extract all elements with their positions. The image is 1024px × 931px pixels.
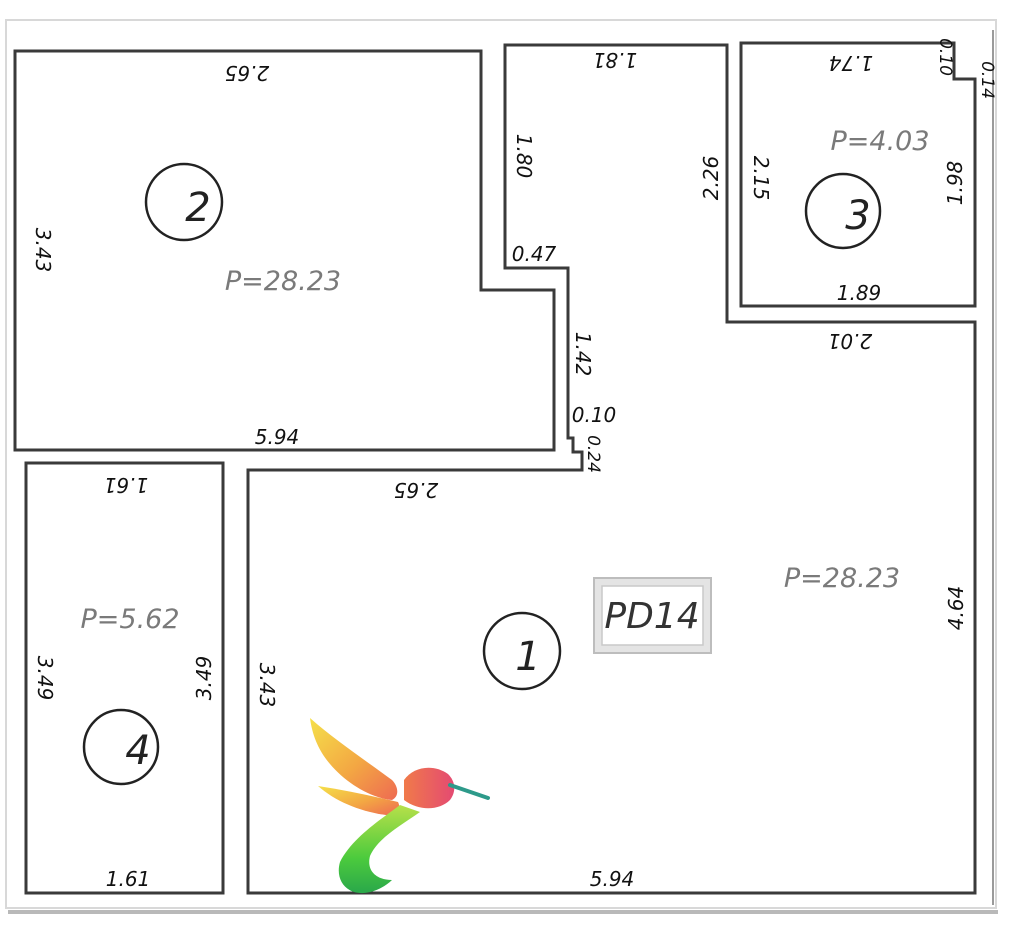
- room-4-dim-top: 1.61: [104, 473, 149, 497]
- room-3-area: P=4.03: [830, 126, 929, 157]
- room-4-dim-right: 3.49: [192, 656, 216, 701]
- paper-edge: [5, 19, 997, 909]
- room-3-dim-right: 1.98: [943, 161, 967, 206]
- room-2-dim-top: 2.65: [225, 61, 270, 85]
- room-4-dim-bottom: 1.61: [106, 867, 151, 891]
- room-3-dim-left: 2.15: [749, 156, 773, 201]
- room-3-dim-top: 1.74: [829, 51, 874, 75]
- room-2-walls: [13, 49, 556, 452]
- room-3-dim-notch-a: 0.10: [935, 38, 955, 76]
- corridor-dim-step-c: 0.10: [572, 403, 617, 427]
- room-4-number-circle: [82, 708, 160, 786]
- corridor-dim-step-d: 0.24: [583, 435, 603, 473]
- room-3-number-circle: [804, 172, 882, 250]
- room-3-walls: [739, 41, 977, 308]
- plan-code-box-inner: [601, 585, 704, 646]
- plan-code: PD14: [604, 596, 699, 637]
- logo-wing-upper: [310, 718, 398, 800]
- corridor-dim-step-b: 1.42: [571, 332, 595, 377]
- corridor-dim-left: 1.80: [512, 134, 536, 179]
- room-1-dim-left: 3.43: [255, 663, 279, 708]
- room-1-area: P=28.23: [784, 563, 900, 594]
- corridor-dim-top: 1.81: [593, 48, 638, 72]
- room-3-dim-bottom: 1.89: [837, 281, 882, 305]
- corridor-dim-right: 2.26: [699, 156, 723, 201]
- logo-head: [404, 767, 455, 809]
- room-1-dim-upper-top: 2.01: [828, 329, 873, 353]
- room-2-dim-left: 3.43: [31, 228, 55, 273]
- room-4-dim-left: 3.49: [33, 656, 57, 701]
- logo-beak: [448, 783, 490, 800]
- room-2-number-circle: [144, 162, 224, 242]
- room-2-dim-bottom: 5.94: [255, 425, 300, 449]
- corridor-dim-step-a: 0.47: [512, 242, 557, 266]
- room-1-number: 1: [515, 634, 540, 680]
- room-1-walls: [246, 43, 977, 895]
- room-2-area: P=28.23: [225, 266, 341, 297]
- room-2-number: 2: [185, 185, 210, 231]
- room-1-number-circle: [482, 611, 562, 691]
- room-3-dim-notch-b: 0.14: [977, 61, 997, 99]
- room-1-dim-bottom: 5.94: [590, 867, 635, 891]
- logo-wing-lower: [318, 786, 400, 816]
- room-3-number: 3: [845, 193, 870, 239]
- logo-tail: [338, 805, 420, 894]
- room-1-dim-right: 4.64: [944, 586, 968, 631]
- hummingbird-logo: [310, 718, 490, 894]
- room-1-dim-top: 2.65: [394, 478, 439, 502]
- room-4-area: P=5.62: [80, 604, 179, 635]
- room-4-walls: [24, 461, 225, 895]
- room-4-number: 4: [125, 728, 150, 774]
